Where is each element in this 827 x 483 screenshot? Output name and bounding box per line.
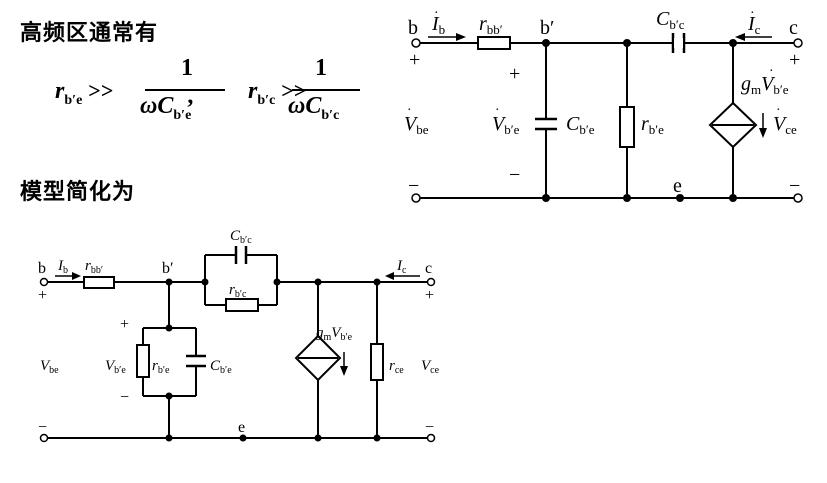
svg-text:Ib: Ib xyxy=(57,258,68,276)
resistor-rbb xyxy=(477,36,511,50)
cbc-label: Cb′c xyxy=(656,8,685,32)
svg-text:rbb′: rbb′ xyxy=(85,258,103,276)
rbb-label: rbb′ xyxy=(479,13,503,37)
resistor-rce-simplified xyxy=(370,343,384,381)
hybrid-pi-simplified-circuit: b c b′ e + + + − − − Ib rbb′ Cb′c rb′c I… xyxy=(38,228,440,443)
svg-text:rb′c: rb′c xyxy=(229,282,247,300)
ib-arrow-simplified xyxy=(55,272,81,280)
svg-text:gmVb′e: gmVb′e xyxy=(316,325,353,343)
source-direction-arrow xyxy=(759,113,767,138)
ic-arrow xyxy=(735,33,772,41)
gm-vbe-label: gmVb′e xyxy=(741,73,789,97)
dependent-current-source-simplified xyxy=(294,334,342,382)
svg-text:rce: rce xyxy=(389,358,404,376)
resistor-rbe-simplified xyxy=(136,344,150,378)
resistor-rbc-simplified xyxy=(225,298,259,312)
svg-text:−: − xyxy=(120,389,129,406)
svg-text:b′: b′ xyxy=(162,260,174,277)
dependent-current-source xyxy=(708,101,758,149)
capacitor-cbe xyxy=(535,117,557,131)
ib-arrow xyxy=(428,33,466,41)
terminals-top xyxy=(411,38,803,203)
resistor-rbb-simplified xyxy=(83,276,115,289)
cbe-label: Cb′e xyxy=(566,113,595,137)
svg-text:·: · xyxy=(407,103,412,118)
minus-mid: − xyxy=(509,164,520,186)
rbe-label: rb′e xyxy=(641,113,664,137)
svg-text:+: + xyxy=(120,316,129,333)
minus-right: − xyxy=(789,175,800,197)
terminal-c-label: c xyxy=(789,17,798,39)
capacitor-cbc-simplified xyxy=(234,246,248,264)
svg-text:+: + xyxy=(425,287,434,304)
svg-text:Ic: Ic xyxy=(396,258,407,276)
svg-text:·: · xyxy=(769,64,774,79)
capacitor-cbc xyxy=(671,33,686,53)
svg-text:c: c xyxy=(425,260,432,277)
svg-text:−: − xyxy=(38,419,47,436)
svg-text:·: · xyxy=(750,6,755,21)
heading-high-frequency: 高频区通常有 xyxy=(20,21,159,46)
svg-text:Cb′e: Cb′e xyxy=(210,358,232,376)
node-bprime-label: b′ xyxy=(540,17,554,39)
plus-right: + xyxy=(789,49,800,71)
svg-text:−: − xyxy=(425,419,434,436)
junction-dots xyxy=(542,39,737,202)
svg-text:·: · xyxy=(495,103,500,118)
svg-text:·: · xyxy=(434,6,439,21)
svg-text:Vb′e: Vb′e xyxy=(105,358,126,376)
plus-left: + xyxy=(409,49,420,71)
resistor-rbe xyxy=(619,106,635,148)
plus-mid: + xyxy=(509,63,520,85)
svg-text:·: · xyxy=(776,103,781,118)
capacitor-cbe-simplified xyxy=(186,354,206,368)
svg-text:Vce: Vce xyxy=(421,358,440,376)
svg-text:e: e xyxy=(238,419,245,436)
minus-left: − xyxy=(408,175,419,197)
svg-text:Vbe: Vbe xyxy=(40,358,59,376)
svg-text:rb′e: rb′e xyxy=(152,358,170,376)
source-direction-arrow-simplified xyxy=(340,352,348,376)
node-e-label: e xyxy=(673,175,682,197)
svg-text:b: b xyxy=(38,260,46,277)
ic-arrow-simplified xyxy=(385,272,420,280)
svg-text:Cb′c: Cb′c xyxy=(230,228,252,246)
heading-model-simplified: 模型简化为 xyxy=(20,180,136,205)
terminal-b-label: b xyxy=(408,17,418,39)
svg-text:+: + xyxy=(38,287,47,304)
